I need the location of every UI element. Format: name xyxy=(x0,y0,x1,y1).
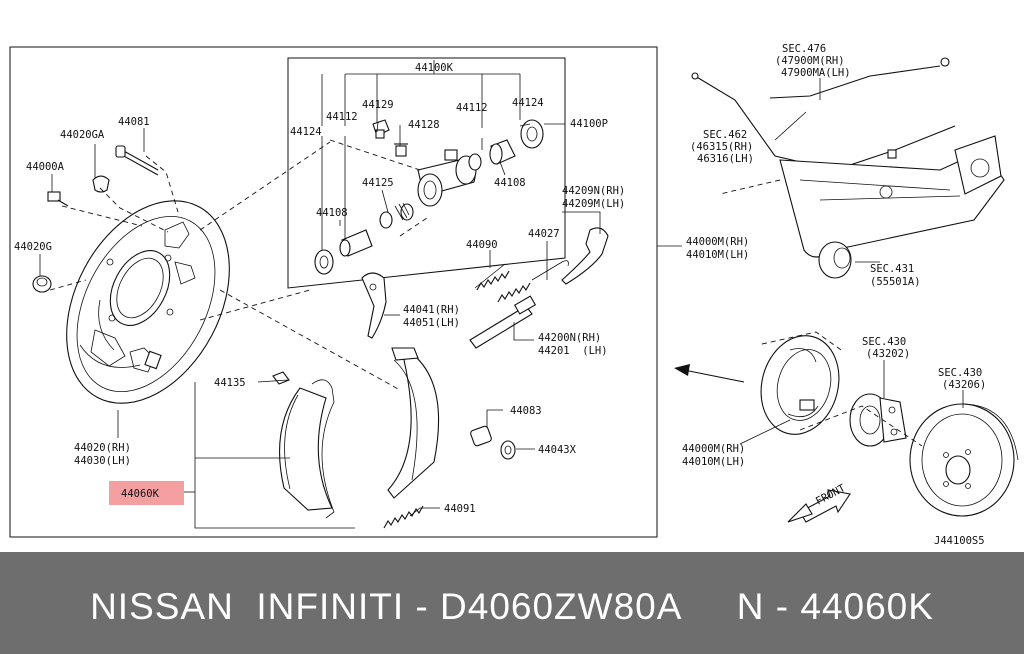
boot-44124-left xyxy=(314,249,334,275)
label-44108-a: 44108 xyxy=(316,207,348,219)
label-44020g: 44020G xyxy=(14,241,52,253)
label-44027: 44027 xyxy=(528,228,560,240)
adjuster-lever-44209 xyxy=(561,227,609,285)
label-44135: 44135 xyxy=(214,377,246,389)
piston-44112-left xyxy=(339,229,373,257)
bleeder-cap-44128 xyxy=(394,143,408,157)
label-47900ma: 47900MA(LH) xyxy=(781,67,851,79)
label-sec430-a: SEC.430 xyxy=(862,336,906,348)
brake-shoe-right xyxy=(387,347,440,499)
label-front: FRONT xyxy=(814,482,848,508)
leader-lines xyxy=(39,60,964,529)
diagram-code: J44100S5 xyxy=(934,535,985,547)
spring-44027 xyxy=(497,260,569,303)
parts-diagram: 44100K 44129 44112 44112 44124 44124 441… xyxy=(9,43,1019,547)
label-sec476: SEC.476 xyxy=(782,43,826,55)
label-44091: 44091 xyxy=(444,503,476,515)
label-43202: (43202) xyxy=(866,348,910,360)
label-44124-a: 44124 xyxy=(290,126,322,138)
label-sec430-b: SEC.430 xyxy=(938,367,982,379)
label-44010m-b: 44010M(LH) xyxy=(682,456,745,468)
bolt-44081 xyxy=(115,145,159,176)
diagram-frame xyxy=(9,46,658,538)
label-44209n: 44209N(RH) xyxy=(562,185,625,197)
spring-44108-right xyxy=(468,153,482,171)
part-labels: 44100K 44129 44112 44112 44124 44124 441… xyxy=(14,43,986,547)
label-47900m: (47900M(RH) xyxy=(775,55,845,67)
label-44051: 44051(LH) xyxy=(403,317,460,329)
label-44083: 44083 xyxy=(510,405,542,417)
spring-44090 xyxy=(474,263,510,291)
brake-assembly-small xyxy=(760,335,840,435)
bleeder-44129 xyxy=(372,119,390,139)
label-44000a: 44000A xyxy=(26,161,65,173)
grommet-44020ga xyxy=(92,175,110,193)
dashed-assembly-lines xyxy=(49,139,923,447)
brake-shoe-44060k xyxy=(272,371,335,519)
label-46315: (46315(RH) xyxy=(690,141,753,153)
label-44125: 44125 xyxy=(362,177,394,189)
label-44000m-b: 44000M(RH) xyxy=(682,443,745,455)
grommet-44020g xyxy=(32,275,52,293)
label-44043x: 44043X xyxy=(538,444,577,456)
label-44030lh: 44030(LH) xyxy=(74,455,131,467)
label-44010m-a: 44010M(LH) xyxy=(686,249,749,261)
wheel-cylinder-illustration xyxy=(417,149,477,207)
label-44112-b: 44112 xyxy=(456,102,488,114)
strut-44041 xyxy=(361,272,387,339)
axle-beam-illustration xyxy=(779,135,1005,279)
label-44100p: 44100P xyxy=(570,118,608,130)
brake-drum-illustration xyxy=(909,403,1019,517)
footer-bar: NISSAN INFINITI - D4060ZW80A N - 44060K xyxy=(0,552,1024,654)
label-44200n: 44200N(RH) xyxy=(538,332,601,344)
label-sec431: SEC.431 xyxy=(870,263,914,275)
label-44108-b: 44108 xyxy=(494,177,526,189)
label-44100k: 44100K xyxy=(415,62,454,74)
pin-44083 xyxy=(470,425,492,447)
front-arrow xyxy=(787,489,851,523)
assembly-arrow xyxy=(674,364,745,383)
label-44129: 44129 xyxy=(362,99,394,111)
label-44020ga: 44020GA xyxy=(60,129,105,141)
hub-bearing-illustration xyxy=(849,393,907,447)
label-44128: 44128 xyxy=(408,119,440,131)
footer-part-numbers: NISSAN INFINITI - D4060ZW80A N - 44060K xyxy=(90,586,934,627)
wheel-cylinder-kit-box xyxy=(287,57,566,289)
cup-44125 xyxy=(379,202,414,229)
bolt-44000a xyxy=(47,191,69,207)
adjuster-44200n xyxy=(469,295,537,349)
label-44081: 44081 xyxy=(118,116,150,128)
label-44209m: 44209M(LH) xyxy=(562,198,625,210)
label-44020rh: 44020(RH) xyxy=(74,442,131,454)
highlight-box xyxy=(109,481,184,505)
label-55501a: (55501A) xyxy=(870,276,921,288)
piston-44112-right xyxy=(489,139,516,165)
label-44112-a: 44112 xyxy=(326,111,358,123)
label-44090: 44090 xyxy=(466,239,498,251)
label-43206: (43206) xyxy=(942,379,986,391)
label-44000m-a: 44000M(RH) xyxy=(686,236,749,248)
label-sec462: SEC.462 xyxy=(703,129,747,141)
label-44060k: 44060K xyxy=(121,488,160,500)
spring-cup-44043x xyxy=(500,440,516,460)
label-44041: 44041(RH) xyxy=(403,304,460,316)
label-44124-b: 44124 xyxy=(512,97,544,109)
label-44201: 44201 (LH) xyxy=(538,345,608,357)
spring-44091 xyxy=(383,505,424,529)
boot-44124-right xyxy=(520,119,544,149)
label-46316: 46316(LH) xyxy=(697,153,754,165)
backing-plate-illustration xyxy=(66,200,230,404)
